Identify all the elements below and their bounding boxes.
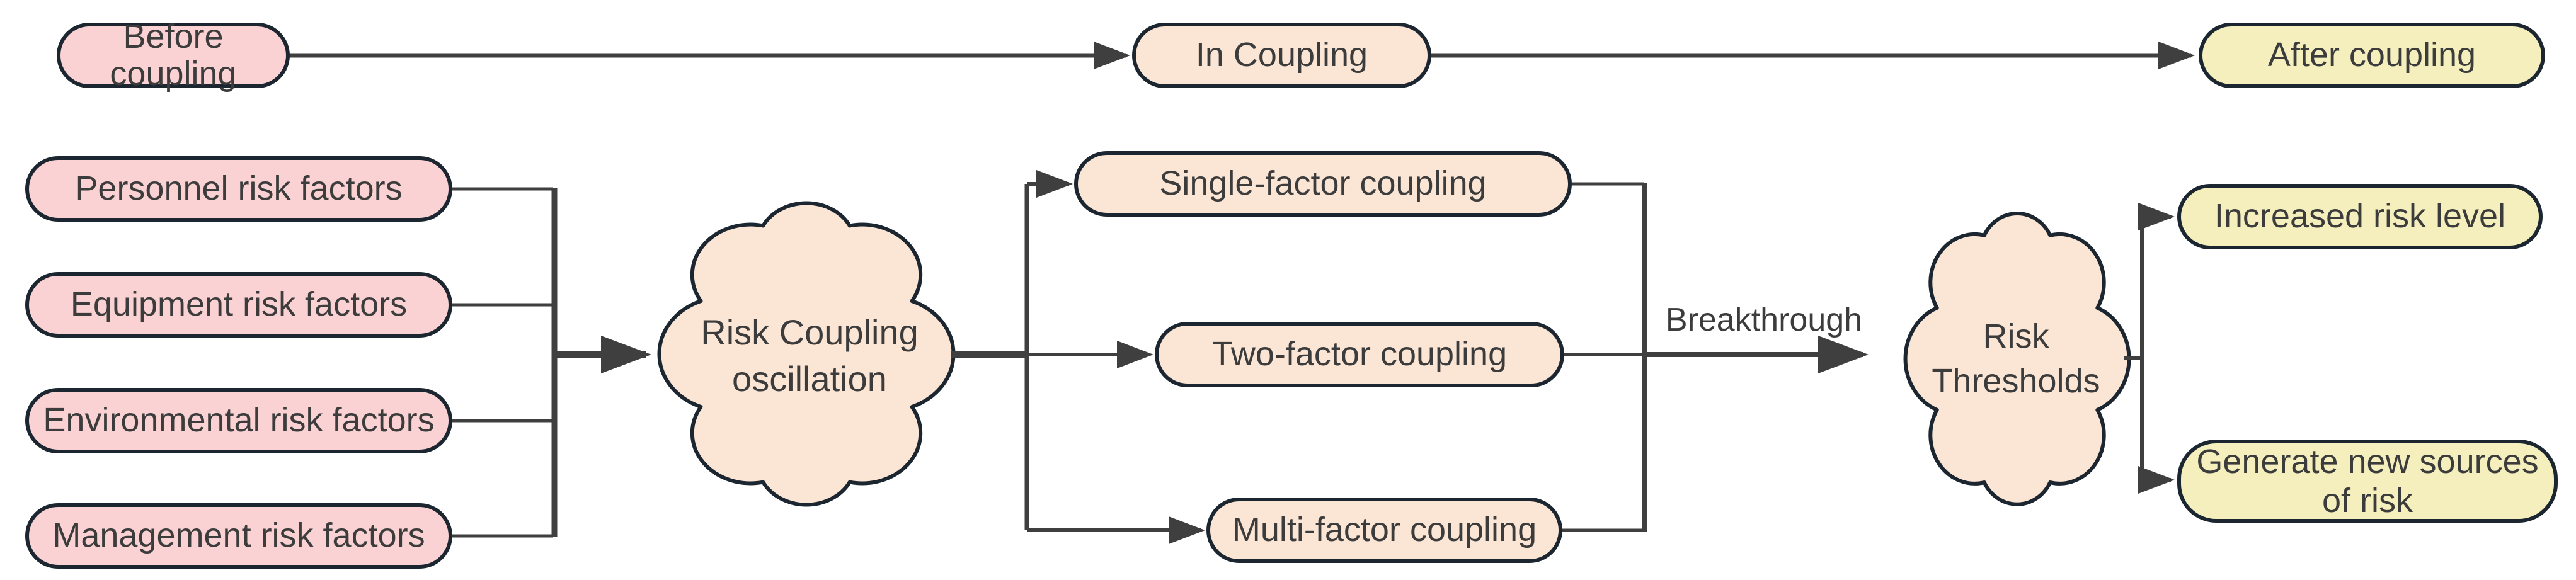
node-generate-new-sources-of-risk: Generate new sources of risk xyxy=(2177,440,2558,523)
node-personnel-risk-factors: Personnel risk factors xyxy=(25,156,452,222)
risk-thresholds-cloud xyxy=(1906,213,2129,504)
phase-in-coupling: In Coupling xyxy=(1132,23,1431,88)
phase-before-coupling: Before coupling xyxy=(57,18,290,93)
node-two-factor-coupling: Two-factor coupling xyxy=(1155,322,1564,387)
node-increased-risk-level: Increased risk level xyxy=(2177,184,2543,249)
breakthrough-edge-label: Breakthrough xyxy=(1665,302,1863,338)
phase-after-coupling: After coupling xyxy=(2199,23,2545,88)
node-single-factor-coupling: Single-factor coupling xyxy=(1074,151,1572,217)
arrow-to-increased-risk xyxy=(2138,203,2175,358)
node-multi-factor-coupling: Multi-factor coupling xyxy=(1206,498,1562,563)
risk-coupling-oscillation-cloud xyxy=(659,203,953,505)
node-equipment-risk-factors: Equipment risk factors xyxy=(25,272,452,338)
node-management-risk-factors: Management risk factors xyxy=(25,503,452,569)
node-environmental-risk-factors: Environmental risk factors xyxy=(25,388,452,453)
arrow-to-new-sources xyxy=(2138,358,2175,494)
